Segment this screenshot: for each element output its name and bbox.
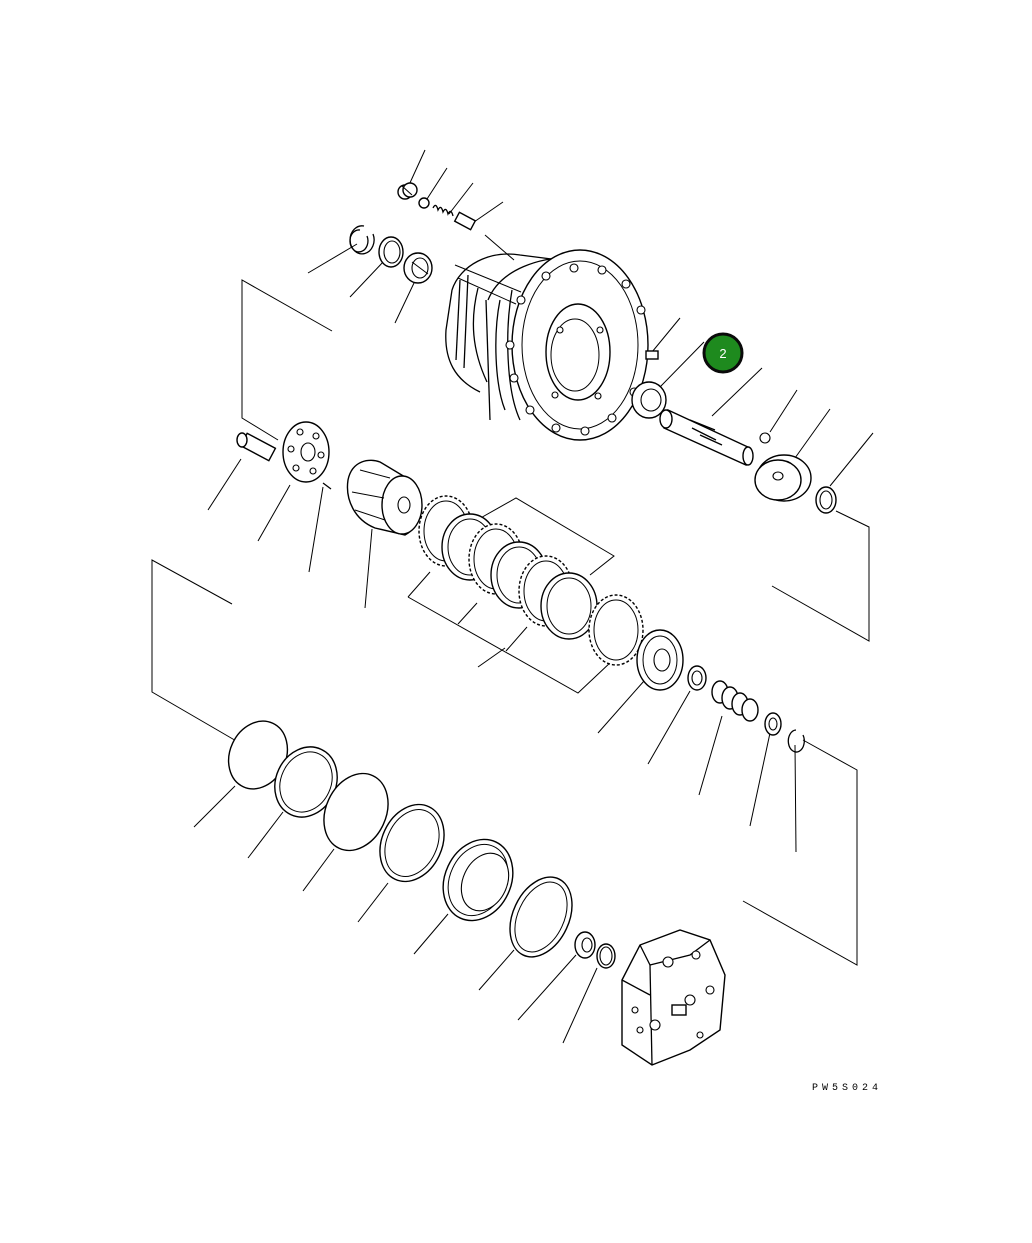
bearing-upper: [403, 252, 433, 284]
spacer-lower: [764, 712, 782, 736]
retainer-plate: [282, 421, 330, 483]
o-ring-large-2: [323, 772, 389, 852]
valve-body: [621, 929, 726, 1066]
snap-ring-upper: [349, 225, 375, 255]
swash-plate: [754, 454, 812, 502]
part-callout-number: 2: [719, 346, 726, 361]
piston: [236, 432, 277, 462]
output-shaft: [659, 408, 754, 466]
washer-lower: [687, 665, 707, 691]
brake-piston: [442, 838, 514, 922]
o-ring-small-lower: [596, 943, 616, 969]
part-callout-2[interactable]: 2: [702, 332, 744, 374]
cylinder-block: [346, 459, 423, 536]
motor-housing: [445, 249, 649, 441]
poppet: [453, 211, 477, 231]
bearing-lower: [636, 629, 684, 691]
clutch-plates: [418, 495, 644, 666]
pin: [322, 482, 332, 490]
plate-lower: [509, 876, 573, 958]
plug: [397, 182, 418, 200]
spring-collar: [711, 680, 759, 722]
group-brackets: [151, 234, 870, 966]
spring: [432, 204, 454, 217]
bearing-shaft: [631, 381, 667, 419]
steel-ball: [759, 432, 771, 444]
o-ring-small: [418, 197, 430, 209]
bushing: [815, 486, 837, 514]
dowel-pin: [645, 350, 659, 360]
drawing-code: PW5S024: [812, 1083, 883, 1094]
snap-ring-lower: [787, 729, 805, 753]
bearing-needle: [574, 931, 596, 959]
leader-lines: [193, 149, 874, 1044]
washer-upper: [378, 236, 404, 268]
backup-ring-2: [379, 803, 445, 883]
